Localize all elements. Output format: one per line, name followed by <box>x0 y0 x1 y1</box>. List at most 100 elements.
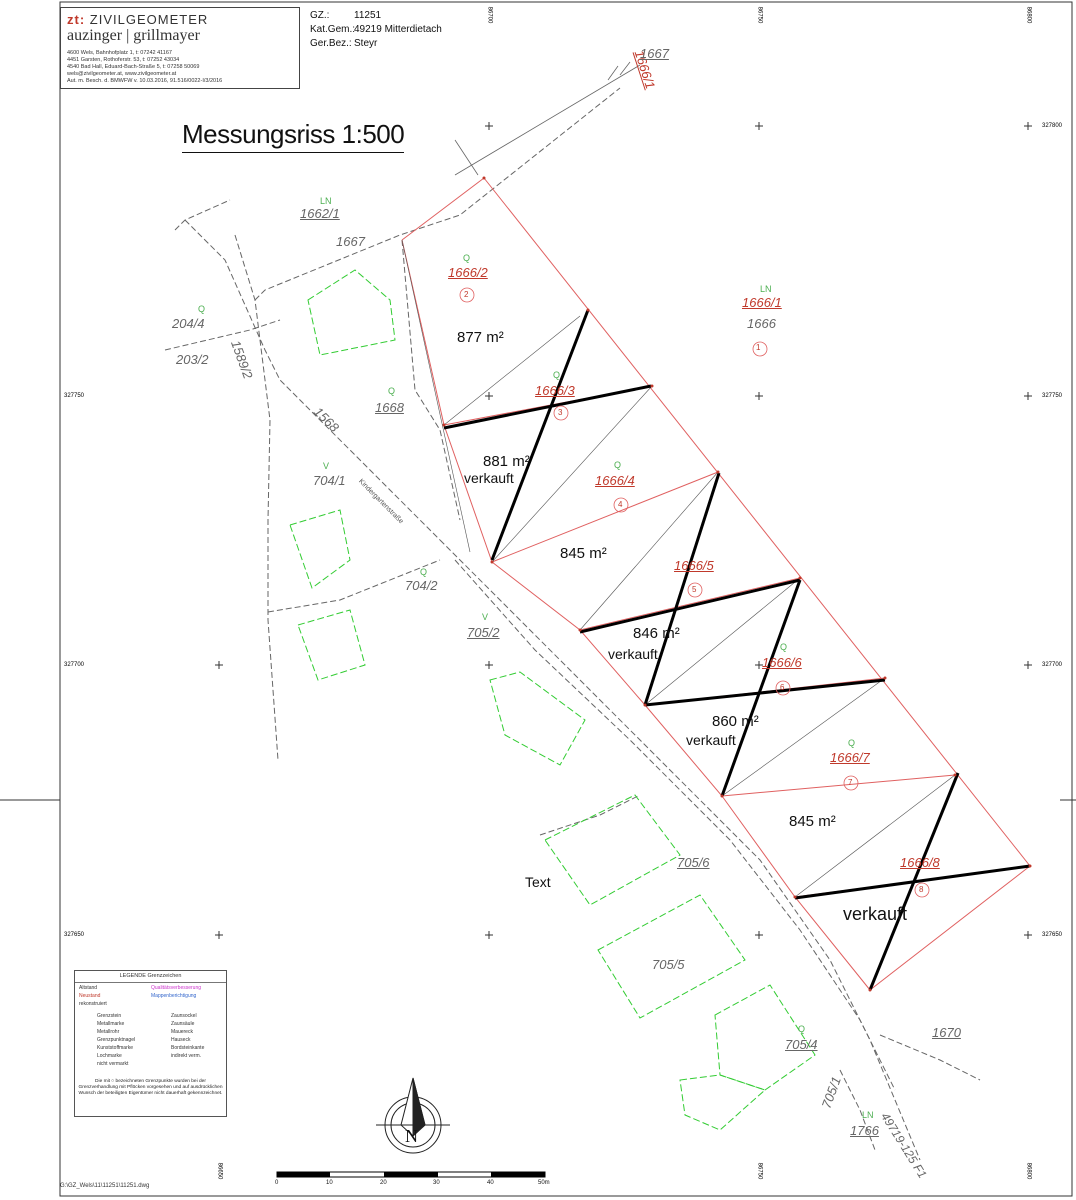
coord-left: 327650 <box>64 932 85 938</box>
parcel-number: 7 <box>848 778 853 787</box>
legend-row: Neustand <box>79 993 101 999</box>
parcel-label: 1666/7 <box>830 750 870 765</box>
coord-top: 86700 <box>486 6 493 24</box>
parcel-label: 1666/6 <box>762 655 802 670</box>
scale-bar <box>276 1171 546 1178</box>
parcel-label-existing: 1670 <box>932 1025 961 1040</box>
parcel-label-existing: 1667 <box>640 46 669 61</box>
coord-right: 327750 <box>1042 393 1063 399</box>
legend-row: Metallrohr <box>97 1029 120 1035</box>
parcel-label-existing: 705/2 <box>467 625 500 640</box>
grid-crosses <box>215 122 1032 939</box>
legend-row: Lochmarke <box>97 1053 122 1059</box>
coord-bottom: 86800 <box>1025 1162 1032 1180</box>
usage-code: V <box>323 461 330 471</box>
legend-row: Hauseck <box>171 1037 191 1043</box>
coord-left: 327700 <box>64 662 85 668</box>
usage-code: Q <box>798 1024 806 1034</box>
parcel-number: 3 <box>558 408 563 417</box>
gz-label: GZ.: <box>310 10 330 21</box>
parcel-number: 5 <box>692 585 697 594</box>
coord-right: 327700 <box>1042 662 1063 668</box>
legend-row: Mappenberichtigung <box>151 993 197 999</box>
parcel-label-existing: 1666 <box>747 316 776 331</box>
usage-code: LN <box>320 196 332 206</box>
office-logo: zt: <box>67 12 86 27</box>
parcel-number: 2 <box>464 290 469 299</box>
scale-tick: 10 <box>326 1180 333 1186</box>
legend-row: Kunststoffmarke <box>97 1045 134 1051</box>
sale-lines <box>443 309 1031 991</box>
legend-row: Zaunsockel <box>171 1013 197 1019</box>
parcel-label: 1666/4 <box>595 473 635 488</box>
parcel-label-existing: 705/6 <box>677 855 710 870</box>
area-label: 881 m² <box>483 453 530 470</box>
parcel-label-existing: 1766 <box>850 1123 879 1138</box>
office-type: zt: ZIVILGEOMETER <box>67 12 208 27</box>
parcel-label: 1666/8 <box>900 855 940 870</box>
gz-value: 11251 <box>354 10 382 21</box>
scale-tick: 20 <box>380 1180 387 1186</box>
usage-code: Q <box>614 460 622 470</box>
legend-title: LEGENDE Grenzzeichen <box>75 971 226 983</box>
usage-code: Q <box>420 567 428 577</box>
usage-code: Q <box>388 386 396 396</box>
north-label: N <box>405 1126 418 1146</box>
area-label: 846 m² <box>633 625 680 642</box>
coord-top: 86750 <box>756 6 763 24</box>
buildings <box>289 269 816 1131</box>
north-arrow <box>376 1077 450 1154</box>
office-type-text: ZIVILGEOMETER <box>89 12 209 27</box>
parcel-label-existing: 203/2 <box>176 352 209 367</box>
parcel-number: 1 <box>756 343 761 352</box>
legend-row: Grenzstein <box>97 1013 122 1019</box>
parcel-label: 1666/1 <box>742 295 782 310</box>
usage-code: V <box>482 612 489 622</box>
area-label: 860 m² <box>712 713 759 730</box>
parcel-label: 1666/5 <box>674 558 714 573</box>
file-path: G:\GZ_Wels\11\11251\11251.dwg <box>60 1183 150 1189</box>
scale-tick: 50m <box>538 1180 550 1186</box>
parcel-number: 6 <box>780 683 785 692</box>
parcel-number: 8 <box>919 885 924 894</box>
address-line: 4540 Bad Hall, Eduard-Bach-Straße 5, t: … <box>67 64 200 70</box>
usage-code: Q <box>198 304 206 314</box>
parcel-label-existing: 1662/1 <box>300 206 340 221</box>
coord-right: 327650 <box>1042 932 1063 938</box>
katgem-value: 49219 Mitterdietach <box>354 24 442 35</box>
legend-row: Mauereck <box>171 1029 193 1035</box>
parcel-label-existing: 1667 <box>336 234 365 249</box>
parcel-label-existing: 1668 <box>375 400 404 415</box>
title-block: zt: ZIVILGEOMETER auzinger | grillmayer … <box>60 7 300 89</box>
coord-bottom: 86650 <box>216 1162 223 1180</box>
scale-tick: 30 <box>433 1180 440 1186</box>
usage-code: LN <box>862 1110 874 1120</box>
address-line: Aut. m. Besch. d. BMWFW v. 10.03.2016, 9… <box>67 78 223 84</box>
legend-row: Metallmarke <box>97 1021 125 1027</box>
legend-row: indirekt verm. <box>171 1053 202 1059</box>
scale-tick: 0 <box>275 1180 279 1186</box>
usage-code: Q <box>848 738 856 748</box>
coord-bottom: 86750 <box>756 1162 763 1180</box>
legend-row: Qualitätsverbesserung <box>151 985 202 991</box>
gerbez-label: Ger.Bez.: <box>310 38 352 49</box>
text-label: Text <box>525 874 551 890</box>
parcel-label-existing: 704/2 <box>405 578 438 593</box>
scale-tick: 40 <box>487 1180 494 1186</box>
parcel-label-existing: 704/1 <box>313 473 346 488</box>
usage-code: LN <box>760 284 772 294</box>
katgem-label: Kat.Gem.: <box>310 24 356 35</box>
usage-code: Q <box>780 642 788 652</box>
parcel-label-existing: 705/4 <box>785 1037 818 1052</box>
address-line: 4600 Wels, Bahnhofplatz 1, t: 07242 4116… <box>67 50 172 56</box>
legend-row: Altstand <box>79 985 98 991</box>
sold-label: verkauft <box>843 904 908 924</box>
map-title: Messungsriss 1:500 <box>182 119 405 153</box>
gerbez-value: Steyr <box>354 38 378 49</box>
sold-label: verkauft <box>608 646 658 662</box>
area-label: 845 m² <box>560 545 607 562</box>
usage-code: Q <box>463 253 471 263</box>
usage-code: Q <box>553 370 561 380</box>
parcel-number: 4 <box>618 500 623 509</box>
legend-row: Zaunsäule <box>171 1021 195 1027</box>
